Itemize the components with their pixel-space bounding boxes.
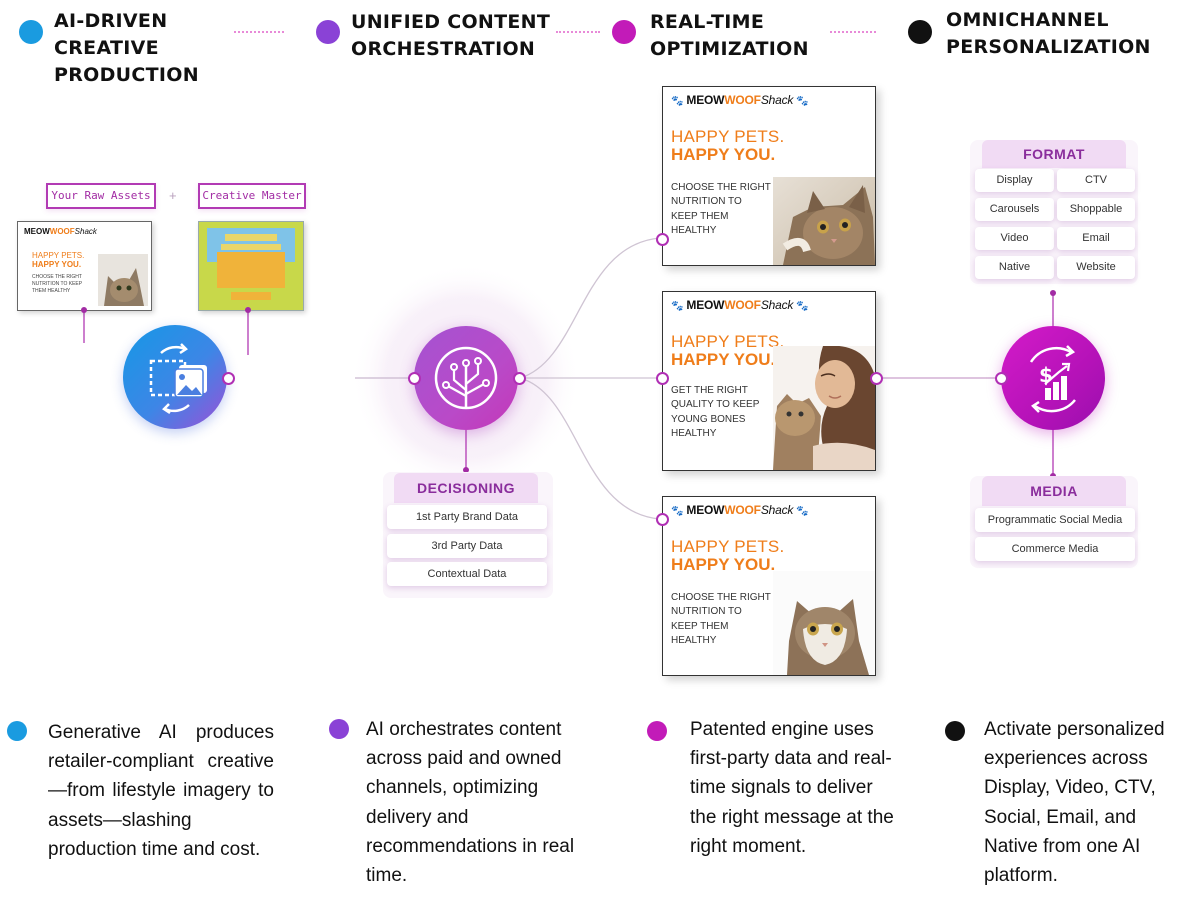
orchestration-node <box>414 326 518 430</box>
ad-card-3-connector <box>656 513 669 526</box>
ad-cat-image <box>773 177 875 265</box>
format-item: Video <box>975 227 1054 250</box>
desc-orchestration: AI orchestrates content across paid and … <box>366 719 575 887</box>
ad-headline-2: HAPPY YOU. <box>671 555 776 574</box>
desc-creative: Generative AI produces retailer-complian… <box>48 722 274 860</box>
step-title-optimization: REAL-TIME OPTIMIZATION <box>650 11 809 60</box>
ad-card-3: 🐾 MEOWWOOFShack 🐾 HAPPY PETS. HAPPY YOU.… <box>662 496 876 676</box>
ad-body: CHOOSE THE RIGHT NUTRITION TO KEEP THEM … <box>671 182 771 236</box>
creative-output-connector <box>222 372 235 385</box>
creative-master-label: Creative Master <box>198 183 306 209</box>
ad-card-1-connector <box>656 233 669 246</box>
connector-dot <box>1050 290 1056 296</box>
ad-card-2: 🐾 MEOWWOOFShack 🐾 HAPPY PETS. HAPPY YOU.… <box>662 291 876 471</box>
personalization-input-connector <box>995 372 1008 385</box>
format-item: Native <box>975 256 1054 279</box>
step-title-creative: AI-DRIVEN CREATIVE PRODUCTION <box>54 10 199 86</box>
creative-production-node <box>123 325 227 429</box>
step-dot-orchestration <box>316 20 340 44</box>
decision-tree-icon <box>434 346 498 410</box>
connector-dot <box>81 307 87 313</box>
step-dot-creative <box>19 20 43 44</box>
paw-icon: 🐾 <box>671 96 684 107</box>
ad-woman-with-cat-image <box>773 345 875 470</box>
media-item: Programmatic Social Media <box>975 508 1135 532</box>
paw-icon: 🐾 <box>796 506 809 517</box>
format-item: Website <box>1057 256 1135 279</box>
connector-dot <box>245 307 251 313</box>
decisioning-item: 1st Party Brand Data <box>387 505 547 529</box>
ad-headline-1: HAPPY PETS. <box>671 537 785 556</box>
format-item: Email <box>1057 227 1135 250</box>
ad-brand: 🐾 MEOWWOOFShack 🐾 <box>671 503 809 517</box>
plus-sign: + <box>169 188 177 203</box>
desc-personalization: Activate personalized experiences across… <box>984 719 1165 887</box>
format-item: CTV <box>1057 169 1135 192</box>
step-title-orchestration: UNIFIED CONTENT ORCHESTRATION <box>351 11 551 60</box>
ad-body: GET THE RIGHT QUALITY TO KEEP YOUNG BONE… <box>671 385 760 439</box>
orchestration-output-connector <box>513 372 526 385</box>
thumbnail-body: CHOOSE THE RIGHT NUTRITION TO KEEP THEM … <box>32 274 83 294</box>
ad-headline-2: HAPPY YOU. <box>671 350 776 369</box>
thumbnail-cat-image <box>98 254 148 306</box>
desc-dot-orchestration <box>329 719 349 739</box>
media-item: Commerce Media <box>975 537 1135 561</box>
personalization-node: $ <box>1001 326 1105 430</box>
media-title: MEDIA <box>982 476 1126 506</box>
ad-card-1: 🐾 MEOWWOOFShack 🐾 HAPPY PETS. HAPPY YOU.… <box>662 86 876 266</box>
desc-optimization: Patented engine uses first-party data an… <box>690 719 894 857</box>
ad-cat-image <box>773 571 875 675</box>
image-frame-icon <box>149 343 207 415</box>
format-item: Shoppable <box>1057 198 1135 221</box>
step-separator <box>556 31 600 33</box>
decisioning-item: 3rd Party Data <box>387 534 547 558</box>
connector-dot <box>463 467 469 473</box>
ad-headline-1: HAPPY PETS. <box>671 332 785 351</box>
decisioning-item: Contextual Data <box>387 562 547 586</box>
format-title: FORMAT <box>982 140 1126 168</box>
step-separator <box>234 31 284 33</box>
decisioning-title: DECISIONING <box>394 473 538 503</box>
paw-icon: 🐾 <box>796 96 809 107</box>
format-item: Display <box>975 169 1054 192</box>
dollar-growth-icon: $ <box>1029 345 1076 413</box>
format-item: Carousels <box>975 198 1054 221</box>
thumbnail-brand: MEOWWOOFShack <box>24 227 97 236</box>
raw-asset-thumbnail: MEOWWOOFShack HAPPY PETS. HAPPY YOU. CHO… <box>17 221 152 311</box>
creative-master-thumbnail <box>198 221 304 311</box>
step-dot-optimization <box>612 20 636 44</box>
thumbnail-headline-2: HAPPY YOU. <box>32 260 82 269</box>
step-dot-personalization <box>908 20 932 44</box>
paw-icon: 🐾 <box>671 301 684 312</box>
desc-dot-personalization <box>945 721 965 741</box>
desc-dot-creative <box>7 721 27 741</box>
step-title-personalization: OMNICHANNEL PERSONALIZATION <box>946 9 1151 58</box>
desc-dot-optimization <box>647 721 667 741</box>
orchestration-input-connector <box>408 372 421 385</box>
raw-assets-label: Your Raw Assets <box>46 183 156 209</box>
ad-card-2-output-connector <box>870 372 883 385</box>
ad-card-2-input-connector <box>656 372 669 385</box>
ad-headline-1: HAPPY PETS. <box>671 127 785 146</box>
thumbnail-headline-1: HAPPY PETS. <box>32 251 85 260</box>
ad-body: CHOOSE THE RIGHT NUTRITION TO KEEP THEM … <box>671 592 771 646</box>
paw-icon: 🐾 <box>796 301 809 312</box>
paw-icon: 🐾 <box>671 506 684 517</box>
step-separator <box>830 31 876 33</box>
ad-brand: 🐾 MEOWWOOFShack 🐾 <box>671 298 809 312</box>
ad-headline-2: HAPPY YOU. <box>671 145 776 164</box>
ad-brand: 🐾 MEOWWOOFShack 🐾 <box>671 93 809 107</box>
